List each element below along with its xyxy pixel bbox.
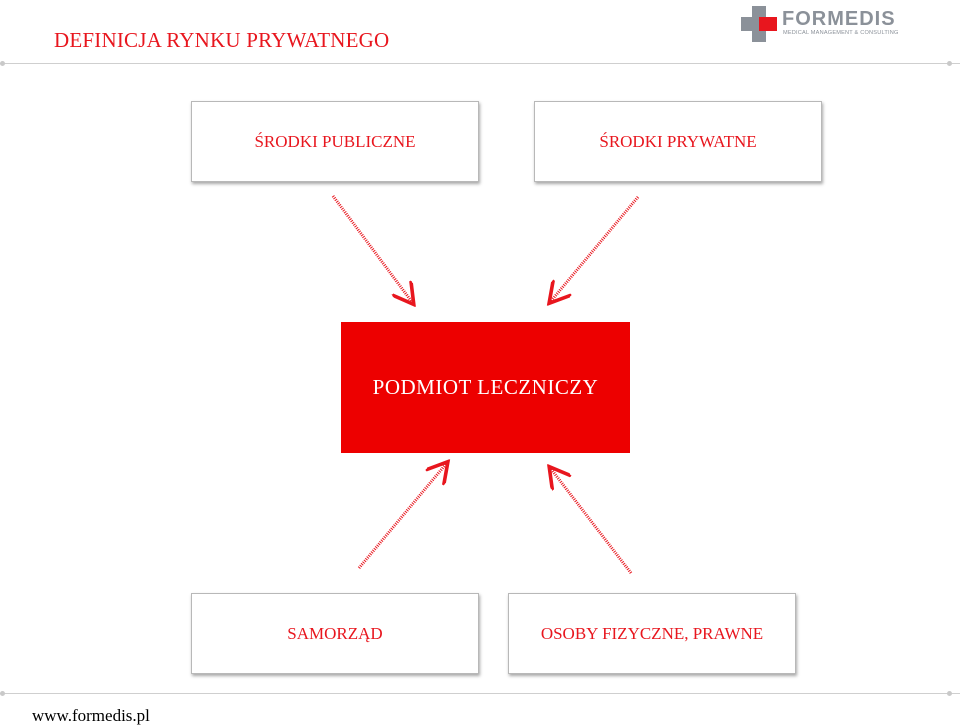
source-box-natural-legal-persons: OSOBY FIZYCZNE, PRAWNE bbox=[508, 593, 796, 674]
source-box-local-government-label: SAMORZĄD bbox=[287, 623, 383, 643]
source-box-local-government: SAMORZĄD bbox=[191, 593, 479, 674]
formedis-logo: FORMEDIS MEDICAL MANAGEMENT & CONSULTING bbox=[740, 4, 910, 44]
header-divider-right-dot bbox=[947, 61, 952, 66]
logo-cross-icon bbox=[741, 6, 777, 42]
source-box-public-funds: ŚRODKI PUBLICZNE bbox=[191, 101, 479, 182]
arrow-public-to-center bbox=[331, 195, 412, 302]
arrow-private-to-center bbox=[551, 196, 640, 301]
logo-wordmark: FORMEDIS bbox=[782, 8, 896, 30]
footer-divider-right-dot bbox=[947, 691, 952, 696]
source-box-private-funds: ŚRODKI PRYWATNE bbox=[534, 101, 822, 182]
footer-divider bbox=[0, 693, 960, 694]
header-divider-left-dot bbox=[0, 61, 5, 66]
footer-website-url: www.formedis.pl bbox=[32, 706, 150, 725]
arrow-local-government-to-center bbox=[357, 464, 446, 569]
slide-title: DEFINICJA RYNKU PRYWATNEGO bbox=[54, 28, 390, 52]
center-box-medical-entity: PODMIOT LECZNICZY bbox=[341, 322, 630, 453]
source-box-natural-legal-persons-label: OSOBY FIZYCZNE, PRAWNE bbox=[540, 623, 764, 643]
source-box-private-funds-label: ŚRODKI PRYWATNE bbox=[599, 131, 757, 151]
source-box-public-funds-label: ŚRODKI PUBLICZNE bbox=[254, 131, 416, 151]
logo-tagline: MEDICAL MANAGEMENT & CONSULTING bbox=[783, 30, 899, 36]
center-box-label: PODMIOT LECZNICZY bbox=[372, 375, 599, 399]
footer-divider-left-dot bbox=[0, 691, 5, 696]
header-divider bbox=[0, 63, 960, 64]
arrow-persons-to-center bbox=[551, 469, 633, 574]
